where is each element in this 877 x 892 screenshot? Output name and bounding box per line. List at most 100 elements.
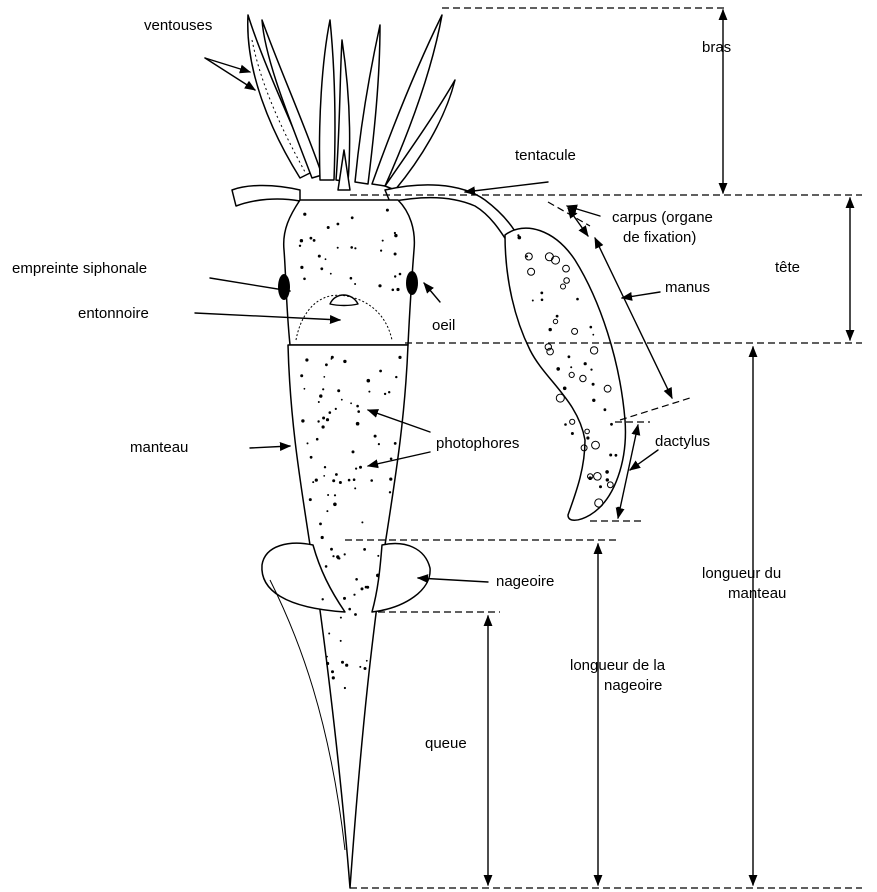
- mantle: [288, 345, 408, 888]
- stipple-dot: [310, 456, 313, 459]
- stipple-dot: [363, 548, 366, 551]
- stipple-dot: [568, 355, 571, 358]
- stipple-dot: [331, 358, 333, 360]
- stipple-dot: [354, 283, 356, 285]
- stipple-dot: [590, 326, 593, 329]
- stipple-dot: [323, 376, 325, 378]
- stipple-dot: [330, 273, 332, 275]
- stipple-dot: [318, 255, 321, 258]
- eye-left: [278, 274, 290, 300]
- stipple-dot: [323, 475, 325, 477]
- stipple-dot: [386, 209, 389, 212]
- label-manteau: manteau: [130, 439, 188, 456]
- stipple-dot: [325, 565, 328, 568]
- stipple-dot: [379, 370, 382, 373]
- stipple-dot: [330, 548, 333, 551]
- stipple-dot: [584, 362, 587, 365]
- label-longueur-nageoire-1: longueur de la: [570, 657, 666, 674]
- label-manus: manus: [665, 279, 710, 296]
- leader-oeil: [424, 283, 440, 302]
- label-carpus-2: de fixation): [623, 229, 696, 246]
- label-tete: tête: [775, 259, 800, 276]
- stipple-dot: [394, 234, 397, 237]
- stipple-dot: [340, 640, 342, 642]
- stipple-dot: [322, 388, 324, 390]
- stipple-dot: [300, 374, 303, 377]
- stipple-dot: [368, 391, 370, 393]
- stipple-dot: [350, 402, 352, 404]
- leader-tentacule: [465, 182, 548, 192]
- stipple-dot: [356, 422, 360, 426]
- stipple-dot: [344, 687, 346, 689]
- stipple-dot: [310, 237, 313, 240]
- stipple-dot: [322, 598, 324, 600]
- label-longueur-manteau-2: manteau: [728, 585, 786, 602]
- stipple-dot: [592, 383, 595, 386]
- stipple-dot: [353, 594, 355, 596]
- stipple-dot: [325, 363, 328, 366]
- stipple-dot: [326, 656, 328, 658]
- stipple-dot: [398, 356, 401, 359]
- stipple-dot: [394, 442, 397, 445]
- leader-dactylus: [630, 450, 658, 470]
- leader-ventouses-b: [205, 58, 255, 90]
- stipple-dot: [324, 466, 326, 468]
- stipple-dot: [388, 391, 390, 393]
- stipple-dot: [343, 360, 346, 363]
- stipple-dot: [303, 213, 306, 216]
- stipple-dot: [326, 510, 328, 512]
- label-oeil: oeil: [432, 317, 455, 334]
- stipple-dot: [305, 358, 308, 361]
- stipple-dot: [337, 557, 339, 559]
- stipple-dot: [549, 328, 552, 331]
- stipple-dot: [394, 253, 397, 256]
- stipple-dot: [339, 481, 342, 484]
- stipple-dot: [377, 555, 379, 557]
- stipple-dot: [313, 239, 316, 242]
- stipple-dot: [361, 587, 364, 590]
- stipple-dot: [337, 247, 339, 249]
- stipple-dot: [357, 410, 360, 413]
- stipple-dot: [332, 555, 334, 557]
- stipple-dot: [541, 299, 544, 302]
- label-queue: queue: [425, 735, 467, 752]
- stipple-dot: [570, 366, 572, 368]
- label-longueur-manteau-1: longueur du: [702, 565, 781, 582]
- stipple-dot: [312, 481, 314, 483]
- stipple-dot: [327, 226, 330, 229]
- stipple-dot: [309, 498, 312, 501]
- stipple-dot: [329, 411, 332, 414]
- stipple-dot: [392, 289, 395, 292]
- arms: [248, 15, 455, 190]
- stipple-dot: [356, 405, 359, 408]
- stipple-dot: [366, 660, 368, 662]
- leader-ventouses-a: [205, 58, 250, 72]
- stipple-dot: [361, 521, 363, 523]
- stipple-dot: [355, 468, 357, 470]
- label-empreinte-siphonale: empreinte siphonale: [12, 260, 147, 277]
- stipple-dot: [390, 458, 393, 461]
- stipple-dot: [320, 267, 323, 270]
- label-bras: bras: [702, 39, 731, 56]
- stipple-dot: [576, 298, 579, 301]
- stipple-dot: [348, 608, 351, 611]
- stipple-dot: [359, 466, 362, 469]
- stipple-dot: [326, 418, 329, 421]
- label-carpus-1: carpus (organe: [612, 209, 713, 226]
- label-longueur-nageoire-2: nageoire: [604, 677, 662, 694]
- stipple-dot: [592, 334, 594, 336]
- stipple-dot: [380, 250, 382, 252]
- stipple-dot: [571, 432, 574, 435]
- stipple-dot: [307, 442, 309, 444]
- stipple-dot: [341, 661, 344, 664]
- stipple-dot: [319, 394, 322, 397]
- stipple-dot: [335, 473, 338, 476]
- stipple-dot: [606, 478, 609, 481]
- stipple-dot: [590, 369, 592, 371]
- stipple-dot: [564, 423, 567, 426]
- stipple-dot: [348, 479, 351, 482]
- stipple-dot: [354, 487, 356, 489]
- stipple-dot: [394, 275, 396, 277]
- stipple-dot: [341, 399, 343, 401]
